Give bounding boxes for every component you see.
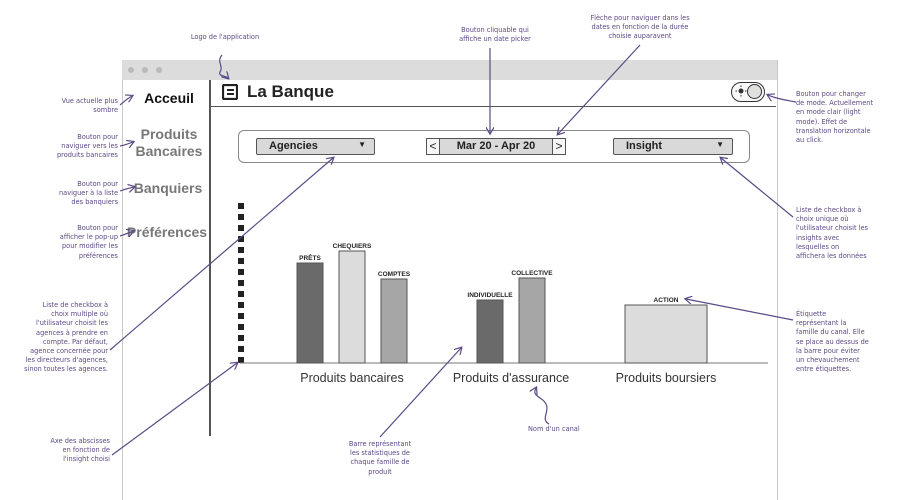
arrow-mode-toggle — [768, 95, 797, 103]
date-navigator: < Mar 20 - Apr 20 > — [426, 138, 566, 155]
arrow-date-nav — [558, 44, 641, 134]
group-label: Produits bancaires — [300, 371, 404, 385]
sidebar-item-label: Bancaires — [135, 143, 203, 159]
annotation-channel-name: Nom d'un canal — [528, 425, 580, 433]
bar-label: COMPTES — [378, 271, 411, 278]
app-window — [122, 60, 778, 500]
arrow-logo — [219, 54, 228, 78]
insight-select[interactable]: Insight ▼ — [613, 138, 733, 155]
caret-down-icon: ▼ — [716, 140, 724, 149]
bar-label: PRÊTS — [299, 253, 321, 262]
bar — [338, 250, 366, 364]
arrow-preferences — [119, 231, 133, 236]
arrow-agencies — [109, 158, 333, 351]
toggle-knob[interactable] — [747, 84, 762, 99]
bank-logo-icon — [222, 84, 238, 100]
group-label: Produits d'assurance — [453, 371, 569, 385]
arrow-bankers — [119, 187, 134, 191]
insight-select-label: Insight — [626, 140, 663, 152]
group-label: Produits boursiers — [616, 371, 717, 385]
bar — [380, 278, 408, 364]
arrow-bar — [379, 348, 461, 438]
window-dot-icon — [142, 67, 148, 73]
bar-label: COLLECTIVE — [511, 270, 553, 277]
bar-label: INDIVIDUELLE — [467, 292, 513, 299]
sidebar-item-accueil[interactable]: Acceuil — [144, 90, 194, 106]
arrow-current-view — [119, 96, 132, 106]
caret-down-icon: ▼ — [358, 140, 366, 149]
bar — [476, 299, 504, 364]
agencies-select[interactable]: Agencies ▼ — [256, 138, 375, 155]
app-title: La Banque — [247, 82, 334, 101]
arrow-insight — [721, 158, 794, 218]
bar — [624, 304, 708, 364]
arrow-label — [686, 299, 794, 321]
header-divider — [209, 106, 776, 107]
bar-chart: PRÊTS CHEQUIERS COMPTES Produits bancaires I… — [238, 203, 768, 385]
annotation-logo: Logo de l'application — [190, 33, 260, 41]
next-period-button[interactable]: > — [552, 138, 566, 155]
date-picker-button[interactable]: Mar 20 - Apr 20 — [440, 138, 552, 155]
bar — [296, 262, 324, 364]
sidebar-item-label: Produits — [140, 126, 198, 142]
sidebar-item-banquiers[interactable]: Banquiers — [133, 180, 203, 196]
agencies-select-label: Agencies — [269, 140, 318, 152]
theme-toggle[interactable] — [731, 82, 765, 102]
arrow-channel-name — [535, 388, 550, 425]
bar-label: ACTION — [654, 297, 679, 304]
window-titlebar — [122, 60, 777, 80]
bar-label: CHEQUIERS — [333, 243, 372, 250]
arrow-axis — [111, 363, 237, 456]
window-dot-icon — [156, 67, 162, 73]
sidebar-divider — [209, 80, 211, 436]
window-dot-icon — [128, 67, 134, 73]
bar — [518, 277, 546, 364]
sun-icon — [735, 85, 747, 97]
arrow-products — [119, 142, 133, 146]
previous-period-button[interactable]: < — [426, 138, 440, 155]
sidebar-item-produits-bancaires[interactable]: Produits Bancaires — [130, 126, 208, 160]
sidebar-item-preferences[interactable]: Préférences — [126, 224, 208, 240]
